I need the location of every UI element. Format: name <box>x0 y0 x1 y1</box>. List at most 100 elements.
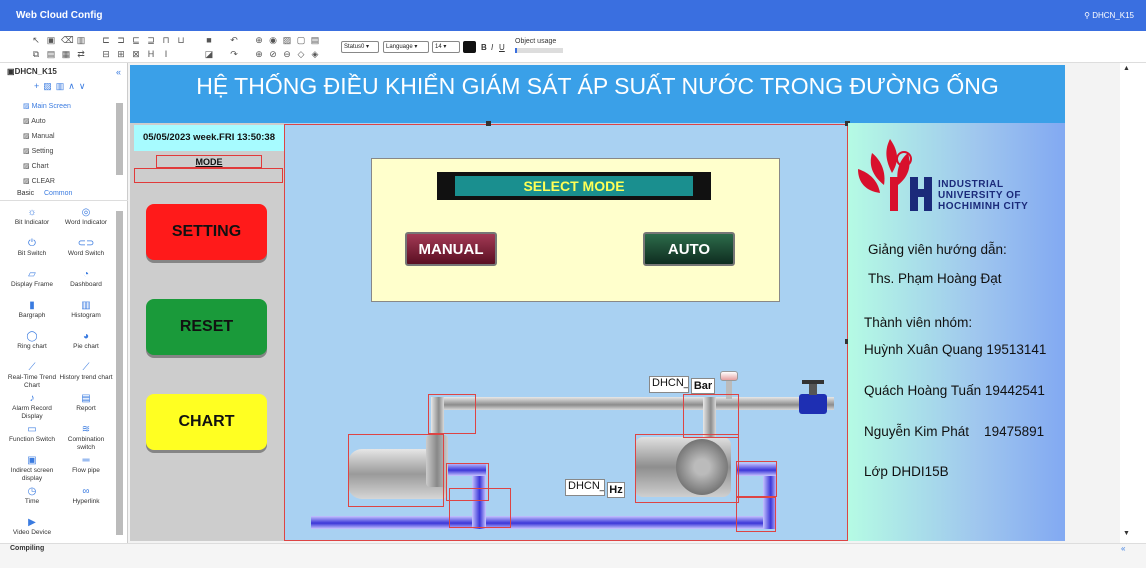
setting-button[interactable]: SETTING <box>146 204 267 260</box>
copy-icon[interactable]: ⧉ <box>32 49 40 59</box>
tab-common[interactable]: Common <box>44 190 73 197</box>
distribute-v-icon[interactable]: I <box>164 49 168 59</box>
tool-flow-pipe[interactable]: ═Flow pipe <box>58 455 114 475</box>
valve-icon[interactable] <box>799 394 827 414</box>
delete-screen-icon[interactable]: ▥ <box>55 81 69 91</box>
zoom-in-icon[interactable]: ⊕ <box>255 35 263 45</box>
tool-history-trend-chart[interactable]: ⟋History trend chart <box>58 362 114 382</box>
tool-report[interactable]: ▤Report <box>58 393 114 413</box>
shape-icon[interactable]: ◇ <box>297 49 305 59</box>
align-right-icon[interactable]: ⊑ <box>132 35 140 45</box>
tool-histogram[interactable]: ▥Histogram <box>58 300 114 320</box>
ungroup-icon[interactable]: ◪ <box>204 49 214 59</box>
text-icon[interactable]: ▤ <box>310 35 320 45</box>
preview-icon[interactable]: ◉ <box>269 35 277 45</box>
language-select[interactable]: Language ▾ <box>383 41 429 53</box>
expand-status-icon[interactable]: « <box>1121 544 1126 553</box>
same-width-icon[interactable]: ⊟ <box>102 49 110 59</box>
tool-bit-indicator[interactable]: ☼Bit Indicator <box>4 207 60 227</box>
manual-button[interactable]: MANUAL <box>405 232 497 266</box>
tool-function-switch[interactable]: ▭Function Switch <box>4 424 60 444</box>
status-select[interactable]: Status0 ▾ <box>341 41 379 53</box>
group-icon[interactable]: ■ <box>206 35 212 45</box>
tool-word-switch[interactable]: ⊂⊃Word Switch <box>58 238 114 258</box>
user-menu[interactable]: ⚲ DHCN_K15 <box>1084 11 1134 20</box>
tool-time[interactable]: ◷Time <box>4 486 60 506</box>
tool-ring-chart[interactable]: ◯Ring chart <box>4 331 60 351</box>
object-usage-label: Object usage <box>515 38 557 45</box>
zoom-out-icon[interactable]: ⊖ <box>283 49 291 59</box>
undo-icon[interactable]: ↶ <box>230 35 238 45</box>
frequency-tag[interactable]: DHCN_ <box>565 479 605 496</box>
italic-button[interactable]: I <box>491 43 494 52</box>
replace-icon[interactable]: ⇄ <box>77 49 85 59</box>
screen-item-manual[interactable]: ▨ Manual <box>23 133 55 140</box>
grid-icon[interactable]: ▥ <box>76 35 86 45</box>
screen-item-main[interactable]: ▨ Main Screen <box>23 103 71 110</box>
fit-icon[interactable]: ◈ <box>311 49 319 59</box>
screen-item-auto[interactable]: ▨ Auto <box>23 118 46 125</box>
same-height-icon[interactable]: ⊞ <box>117 49 125 59</box>
collapse-icon[interactable]: « <box>116 67 122 77</box>
move-up-icon[interactable]: ∧ <box>68 81 79 91</box>
scroll-down-icon[interactable]: ▼ <box>1123 530 1130 537</box>
tool-palette-scrollbar[interactable] <box>116 211 123 535</box>
tool-hyperlink[interactable]: ∞Hyperlink <box>58 486 114 506</box>
project-title[interactable]: ▣DHCN_K15 <box>7 67 57 76</box>
reset-button[interactable]: RESET <box>146 299 267 355</box>
component-outline <box>449 488 511 528</box>
screen-item-chart[interactable]: ▨ Chart <box>23 163 49 170</box>
resize-handle[interactable] <box>486 121 491 126</box>
align-bottom-icon[interactable]: ⊔ <box>177 35 185 45</box>
select-mode-banner: SELECT MODE <box>437 172 711 200</box>
align-top-icon[interactable]: ⊒ <box>147 35 155 45</box>
redo-icon[interactable]: ↷ <box>230 49 238 59</box>
align-middle-icon[interactable]: ⊓ <box>162 35 170 45</box>
screen-label: Setting <box>31 148 54 155</box>
delete-icon[interactable]: ⌫ <box>61 35 74 45</box>
resize-handle[interactable] <box>845 339 850 344</box>
canvas-scrollbar[interactable]: ▲ ▼ <box>1120 63 1146 543</box>
tool-indirect-screen-display[interactable]: ▣Indirect screen display <box>4 455 60 483</box>
same-size-icon[interactable]: ⊠ <box>132 49 140 59</box>
tool-dashboard[interactable]: ◔Dashboard <box>58 269 114 289</box>
align-left-icon[interactable]: ⊏ <box>102 35 110 45</box>
add-screen-icon[interactable]: + <box>34 81 44 91</box>
resize-handle[interactable] <box>845 121 850 126</box>
tool-bit-switch[interactable]: ⏻Bit Switch <box>4 238 60 258</box>
valve-handle[interactable] <box>802 380 824 384</box>
distribute-h-icon[interactable]: H <box>147 49 155 59</box>
move-down-icon[interactable]: ∨ <box>78 81 90 91</box>
edit-screen-icon[interactable]: ▨ <box>43 81 56 91</box>
underline-button[interactable]: U <box>499 43 505 52</box>
scroll-up-icon[interactable]: ▲ <box>1123 65 1130 72</box>
rotate-icon[interactable]: ⊘ <box>269 49 277 59</box>
auto-button[interactable]: AUTO <box>643 232 735 266</box>
bold-button[interactable]: B <box>481 43 487 52</box>
paste-icon[interactable]: ▤ <box>46 49 56 59</box>
tool-alarm-record-display[interactable]: ♪Alarm Record Display <box>4 393 60 421</box>
tool-label: Ring chart <box>17 343 47 350</box>
tool-combination-switch[interactable]: ≋Combination switch <box>58 424 114 452</box>
screen-item-setting[interactable]: ▨ Setting <box>23 148 54 155</box>
tool-word-indicator[interactable]: ◎Word Indicator <box>58 207 114 227</box>
tool-pie-chart[interactable]: ◕Pie chart <box>58 331 114 351</box>
chart-button[interactable]: CHART <box>146 394 267 450</box>
tool-real-time-trend-chart[interactable]: ⟋Real-Time Trend Chart <box>4 362 60 390</box>
pressure-tag[interactable]: DHCN_ <box>649 376 689 393</box>
cut-icon[interactable]: ▦ <box>61 49 71 59</box>
font-size-select[interactable]: 14 ▾ <box>432 41 460 53</box>
frame-icon[interactable]: ▢ <box>296 35 306 45</box>
save-icon[interactable]: ▣ <box>46 35 56 45</box>
add-icon[interactable]: ⊕ <box>255 49 263 59</box>
tab-basic[interactable]: Basic <box>17 190 35 197</box>
image-icon[interactable]: ▨ <box>282 35 292 45</box>
screen-item-clear[interactable]: ▨ CLEAR <box>23 178 55 185</box>
tool-display-frame[interactable]: ▱Display Frame <box>4 269 60 289</box>
screen-list-scrollbar[interactable] <box>116 103 123 175</box>
align-center-icon[interactable]: ⊐ <box>117 35 125 45</box>
font-color-swatch[interactable] <box>463 41 476 53</box>
select-pointer-icon[interactable]: ↖ <box>32 35 40 45</box>
tool-bargraph[interactable]: ▮Bargraph <box>4 300 60 320</box>
tool-video-device[interactable]: ▶Video Device <box>4 517 60 537</box>
